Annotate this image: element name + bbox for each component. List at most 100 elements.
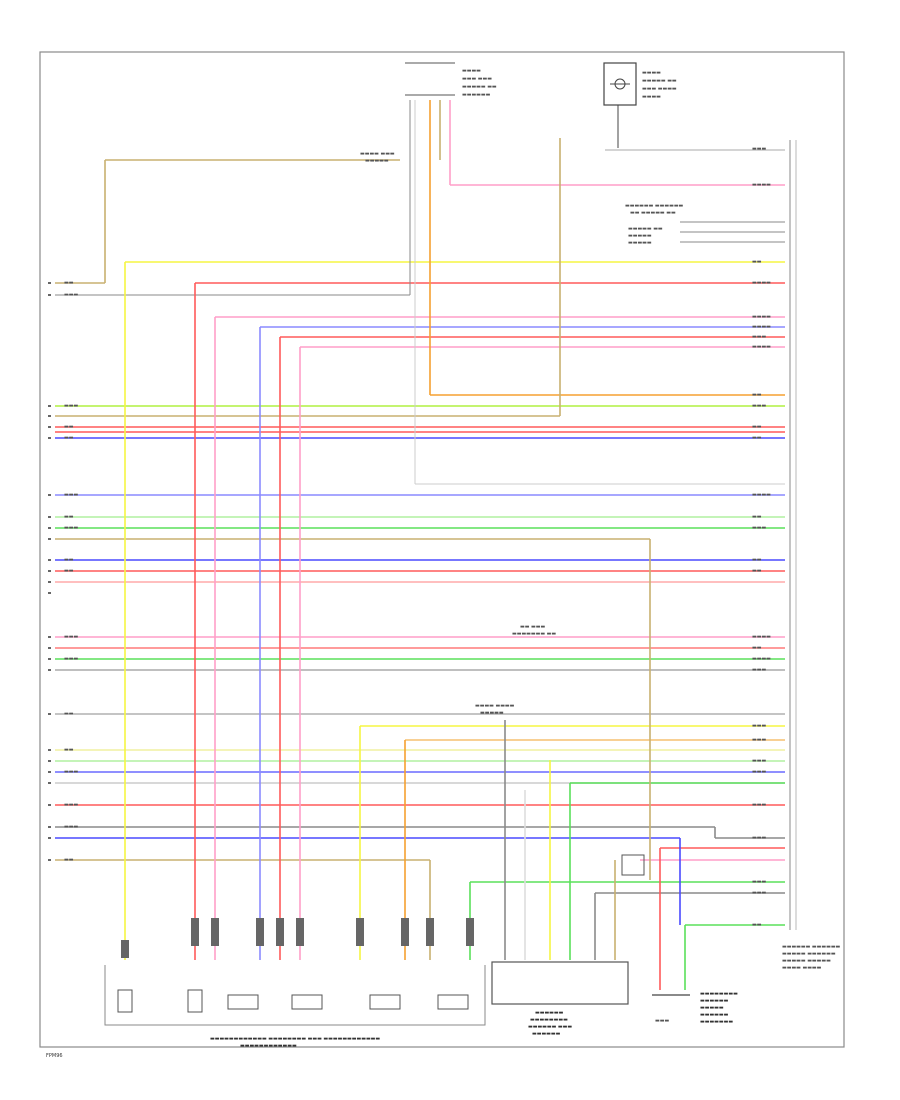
svg-text:▬▬▬▬▬▬: ▬▬▬▬▬▬ [700,1012,729,1018]
neutral-switch [621,854,645,876]
svg-text:▬▬▬▬▬▬: ▬▬▬▬▬▬ [700,998,729,1004]
svg-text:▬▬: ▬▬ [752,435,762,441]
svg-text:▬▬ ▬▬▬: ▬▬ ▬▬▬ [520,624,545,630]
svg-text:▬▬▬▬▬ ▬▬: ▬▬▬▬▬ ▬▬ [642,78,677,84]
svg-text:▬▬▬: ▬▬▬ [752,879,766,885]
svg-text:▬▬: ▬▬ [64,435,74,441]
svg-text:▬▬▬▬▬: ▬▬▬▬▬ [628,233,652,239]
svg-text:▬▬▬: ▬▬▬ [64,769,78,775]
svg-text:▬▬▬▬ ▬▬▬▬: ▬▬▬▬ ▬▬▬▬ [475,703,515,709]
svg-text:▬▬: ▬▬ [752,424,762,430]
svg-text:▬▬: ▬▬ [752,259,762,265]
ignition-relay-connector: ▬▬▬▬ ▬▬▬ ▬▬▬ ▬▬▬▬▬ ▬▬ ▬▬▬▬▬▬ [405,62,497,98]
svg-text:▬▬▬▬▬▬▬▬▬▬▬▬ ▬▬▬▬▬▬▬▬ ▬▬▬ ▬▬▬▬: ▬▬▬▬▬▬▬▬▬▬▬▬ ▬▬▬▬▬▬▬▬ ▬▬▬ ▬▬▬▬▬▬▬▬▬▬▬▬ [210,1036,380,1042]
svg-text:▬▬: ▬▬ [752,568,762,574]
svg-text:▬▬▬▬▬▬▬ ▬▬: ▬▬▬▬▬▬▬ ▬▬ [512,631,556,637]
wire-group-horizontal [55,149,785,926]
svg-text:▬▬▬: ▬▬▬ [752,758,766,764]
svg-text:▬▬: ▬▬ [752,645,762,651]
svg-text:▬▬▬: ▬▬▬ [64,802,78,808]
svg-text:▬▬▬▬▬: ▬▬▬▬▬ [700,1005,724,1011]
svg-text:▬▬▬: ▬▬▬ [752,802,766,808]
mid-labels: ▬▬▬▬ ▬▬▬ ▬▬▬▬▬ ▬▬▬▬▬▬ ▬▬▬▬▬▬ ▬▬ ▬▬▬▬▬ ▬▬… [360,151,684,716]
svg-text:▬▬▬▬ ▬▬▬: ▬▬▬▬ ▬▬▬ [360,151,395,157]
svg-text:▬▬: ▬▬ [64,424,74,430]
ecm-pin-column [789,140,797,930]
svg-text:▬▬▬▬▬▬▬▬: ▬▬▬▬▬▬▬▬ [700,991,738,997]
svg-text:▬▬: ▬▬ [64,857,74,863]
svg-text:▬▬▬▬▬▬▬▬: ▬▬▬▬▬▬▬▬ [530,1017,568,1023]
svg-text:▬▬▬: ▬▬▬ [64,525,78,531]
svg-text:▬▬▬ ▬▬▬: ▬▬▬ ▬▬▬ [462,76,492,82]
svg-text:▬▬: ▬▬ [64,568,74,574]
svg-text:▬▬▬: ▬▬▬ [655,1018,669,1024]
svg-text:▬▬▬▬: ▬▬▬▬ [642,70,661,76]
svg-text:▬▬▬▬: ▬▬▬▬ [752,344,771,350]
footer-code: FPM96 [46,1053,63,1059]
svg-text:▬▬▬▬▬: ▬▬▬▬▬ [365,158,389,164]
left-pin-marks [48,282,51,861]
svg-text:▬▬▬▬▬▬ ▬▬▬▬▬▬: ▬▬▬▬▬▬ ▬▬▬▬▬▬ [782,944,841,950]
wire-group-vertical [104,100,785,990]
solenoid-pins [121,918,474,958]
svg-text:▬▬: ▬▬ [64,514,74,520]
svg-text:▬▬▬: ▬▬▬ [752,737,766,743]
svg-text:▬▬▬: ▬▬▬ [64,656,78,662]
svg-text:▬▬▬▬▬▬: ▬▬▬▬▬▬ [462,92,491,98]
svg-text:▬▬: ▬▬ [64,280,74,286]
svg-text:▬▬▬▬▬ ▬▬▬▬▬▬: ▬▬▬▬▬ ▬▬▬▬▬▬ [782,951,836,957]
svg-text:▬▬▬▬▬: ▬▬▬▬▬ [480,710,504,716]
svg-text:▬▬▬▬: ▬▬▬▬ [752,324,771,330]
svg-text:▬▬▬▬▬▬▬: ▬▬▬▬▬▬▬ [700,1019,733,1025]
speed-sensor: ▬▬▬▬▬▬▬▬ ▬▬▬▬▬▬ ▬▬▬▬▬ ▬▬▬▬▬▬ ▬▬▬▬▬▬▬ ▬▬▬ [652,991,738,1025]
svg-text:▬▬: ▬▬ [64,747,74,753]
svg-text:▬▬▬▬: ▬▬▬▬ [752,656,771,662]
svg-text:▬▬▬▬▬ ▬▬: ▬▬▬▬▬ ▬▬ [628,226,663,232]
svg-text:▬▬▬: ▬▬▬ [64,824,78,830]
svg-text:▬▬▬▬: ▬▬▬▬ [752,634,771,640]
svg-text:▬▬: ▬▬ [752,557,762,563]
svg-text:▬▬▬▬: ▬▬▬▬ [462,68,481,74]
svg-text:▬▬: ▬▬ [64,711,74,717]
svg-text:▬▬▬▬▬▬ ▬▬▬: ▬▬▬▬▬▬ ▬▬▬ [528,1024,572,1030]
svg-text:▬▬▬: ▬▬▬ [752,667,766,673]
svg-text:▬▬ ▬▬▬▬▬ ▬▬: ▬▬ ▬▬▬▬▬ ▬▬ [630,210,676,216]
svg-text:▬▬▬▬▬▬: ▬▬▬▬▬▬ [532,1031,561,1037]
brake-switch-symbol: ▬▬▬▬ ▬▬▬▬▬ ▬▬ ▬▬▬ ▬▬▬▬ ▬▬▬▬ [603,62,677,148]
svg-text:▬▬▬▬▬▬: ▬▬▬▬▬▬ [535,1010,564,1016]
svg-text:▬▬▬▬▬▬ ▬▬▬▬▬▬: ▬▬▬▬▬▬ ▬▬▬▬▬▬ [625,203,684,209]
svg-text:▬▬: ▬▬ [752,514,762,520]
svg-text:▬▬: ▬▬ [64,557,74,563]
svg-text:▬▬▬: ▬▬▬ [64,634,78,640]
ecm-caption: ▬▬▬▬▬▬ ▬▬▬▬▬▬ ▬▬▬▬▬ ▬▬▬▬▬▬ ▬▬▬▬▬ ▬▬▬▬▬ ▬… [782,944,841,971]
left-wire-labels: ▬▬ ▬▬▬ ▬▬▬ ▬▬ ▬▬ ▬▬▬ ▬▬ ▬▬▬ ▬▬ ▬▬ ▬▬▬ ▬▬… [64,280,78,863]
svg-text:▬▬: ▬▬ [752,392,762,398]
svg-text:▬▬▬: ▬▬▬ [64,292,78,298]
svg-text:▬▬▬▬▬ ▬▬▬▬▬: ▬▬▬▬▬ ▬▬▬▬▬ [782,958,831,964]
right-wire-labels: ▬▬▬ ▬▬▬▬ ▬▬ ▬▬▬▬ ▬▬▬▬ ▬▬▬▬ ▬▬▬ ▬▬▬▬ ▬▬ ▬… [752,146,771,928]
svg-text:▬▬▬ ▬▬▬▬: ▬▬▬ ▬▬▬▬ [642,86,677,92]
svg-text:▬▬▬: ▬▬▬ [752,723,766,729]
svg-text:▬▬▬▬▬▬▬▬▬▬▬▬: ▬▬▬▬▬▬▬▬▬▬▬▬ [240,1043,297,1049]
svg-text:▬▬▬▬: ▬▬▬▬ [752,492,771,498]
svg-text:▬▬▬: ▬▬▬ [752,525,766,531]
svg-text:▬▬▬▬: ▬▬▬▬ [642,94,661,100]
diagram-frame [39,51,845,1048]
svg-text:▬▬▬▬▬: ▬▬▬▬▬ [628,240,652,246]
svg-text:▬▬▬: ▬▬▬ [752,835,766,841]
svg-text:▬▬▬▬▬ ▬▬: ▬▬▬▬▬ ▬▬ [462,84,497,90]
svg-text:▬▬▬: ▬▬▬ [64,403,78,409]
svg-text:▬▬▬▬ ▬▬▬▬: ▬▬▬▬ ▬▬▬▬ [782,965,822,971]
svg-text:▬▬▬: ▬▬▬ [752,403,766,409]
svg-text:▬▬▬▬: ▬▬▬▬ [752,182,771,188]
svg-text:▬▬▬▬: ▬▬▬▬ [752,314,771,320]
svg-text:▬▬▬: ▬▬▬ [64,492,78,498]
svg-text:▬▬▬▬: ▬▬▬▬ [752,280,771,286]
svg-text:▬▬▬: ▬▬▬ [752,334,766,340]
svg-text:▬▬▬: ▬▬▬ [752,769,766,775]
svg-text:▬▬: ▬▬ [752,922,762,928]
solenoid-block: ▬▬▬▬▬▬▬▬▬▬▬▬ ▬▬▬▬▬▬▬▬ ▬▬▬ ▬▬▬▬▬▬▬▬▬▬▬▬ ▬… [104,965,486,1049]
svg-text:▬▬▬: ▬▬▬ [752,146,766,152]
throttle-sensor-box: ▬▬▬▬▬▬ ▬▬▬▬▬▬▬▬ ▬▬▬▬▬▬ ▬▬▬ ▬▬▬▬▬▬ [491,961,629,1037]
